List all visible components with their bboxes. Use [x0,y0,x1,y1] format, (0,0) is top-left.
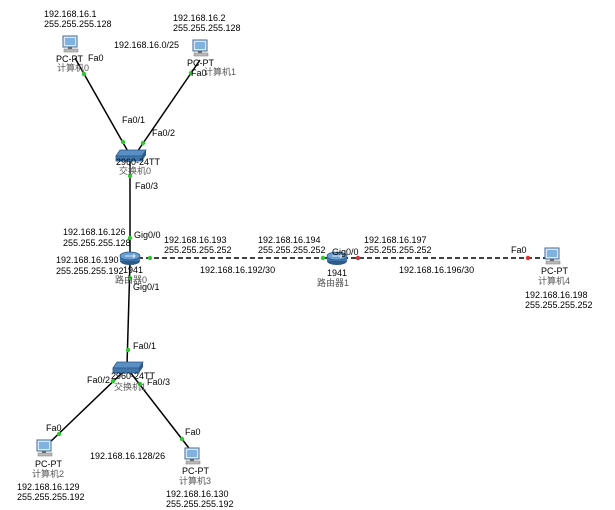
port-dot [179,436,185,442]
r1-gig00-port: Gig0/0 [332,247,359,257]
port-dot [525,255,531,261]
r0-wan-ip: 192.168.16.193 [164,235,227,245]
pc0-icon[interactable] [62,35,79,53]
sw1-fa01-port: Fa0/1 [133,341,157,351]
r1-lan-ip: 192.168.16.197 [364,235,427,245]
pc1-ip: 192.168.16.2 [173,13,226,23]
r0-g01-mask: 255.255.255.192 [56,266,124,276]
pc0-mask: 255.255.255.128 [44,19,112,29]
port-dot [81,71,87,77]
cable-pc1-sw0[interactable] [134,59,201,156]
network-label: 192.168.16.192/30 [200,265,276,275]
network-label: 192.168.16.128/26 [90,451,166,461]
r0-gig00-port: Gig0/0 [134,230,161,240]
pc0-ip: 192.168.16.1 [44,9,97,19]
port-dot [355,255,361,261]
port-dot [127,173,133,179]
pc1-icon[interactable] [192,39,209,57]
sw0-fa02-port: Fa0/2 [152,128,176,138]
port-dot [120,139,126,145]
network-label: 192.168.16.196/30 [399,265,475,275]
pc3-model: PC-PT [182,466,209,476]
port-dot [127,235,133,241]
pc4-mask: 255.255.255.252 [525,300,593,310]
r1-model: 1941 [327,268,348,278]
pc4-fa0-port: Fa0 [511,245,527,255]
pc3-ip: 192.168.16.130 [166,489,229,499]
sw1-fa02-port: Fa0/2 [87,375,111,385]
router1-icon[interactable] [326,251,348,265]
r0-gig01-port: Gig0/1 [133,282,160,292]
port-dot [110,378,116,384]
pc0-name: 计算机0 [57,63,90,73]
sw0-fa01-port: Fa0/1 [122,115,146,125]
pc2-name: 计算机2 [32,469,65,479]
pc2-model: PC-PT [35,459,62,469]
sw1-fa03-port: Fa0/3 [147,377,171,387]
router0-icon[interactable] [119,251,141,265]
port-dot [147,255,153,261]
r0-g01-ip: 192.168.16.190 [56,255,119,265]
pc1-name: 计算机1 [204,67,237,77]
pc1-mask: 255.255.255.128 [173,23,241,33]
port-dot [140,140,146,146]
port-dot [127,275,133,281]
port-dot [137,381,143,387]
port-dot [320,255,326,261]
sw1-name: 交换机1 [114,382,147,392]
pc4-icon[interactable] [544,247,561,265]
pc4-name: 计算机4 [538,276,571,286]
r1-wan-ip: 192.168.16.194 [258,235,321,245]
pc2-mask: 255.255.255.192 [17,492,85,502]
port-dot [56,431,62,437]
pc3-name: 计算机3 [179,476,212,486]
pc0-model: PC-PT [56,54,83,64]
pc3-mask: 255.255.255.192 [166,499,234,509]
pc4-ip: 192.168.16.198 [525,290,588,300]
r1-lan-mask: 255.255.255.252 [364,245,432,255]
port-dot [188,70,194,76]
r0-wan-mask: 255.255.255.252 [164,245,232,255]
pc2-icon[interactable] [36,439,53,457]
sw0-fa03-port: Fa0/3 [135,181,159,191]
r0-name: 路由器0 [115,275,148,285]
r1-wan-mask: 255.255.255.252 [258,245,326,255]
pc3-icon[interactable] [184,447,201,465]
sw1-model: 2960-24TT [111,371,156,381]
sw0-model: 2960-24TT [116,157,161,167]
pc4-model: PC-PT [541,266,568,276]
port-dot [125,347,131,353]
r0-g00-ip: 192.168.16.126 [63,227,126,237]
sw0-name: 交换机0 [119,166,152,176]
pc0-fa0-port: Fa0 [88,53,104,63]
switch0-icon[interactable] [115,149,147,162]
pc2-ip: 192.168.16.129 [17,482,80,492]
r1-name: 路由器1 [317,278,350,288]
pc1-model: PC-PT [187,58,214,68]
r0-g00-mask: 255.255.255.128 [63,238,131,248]
pc1-fa0-port: Fa0 [191,68,207,78]
r0-model: 1941 [123,265,144,275]
network-label: 192.168.16.0/25 [114,40,180,50]
pc3-fa0-port: Fa0 [185,427,201,437]
pc2-fa0-port: Fa0 [46,423,62,433]
switch1-icon[interactable] [112,361,144,374]
